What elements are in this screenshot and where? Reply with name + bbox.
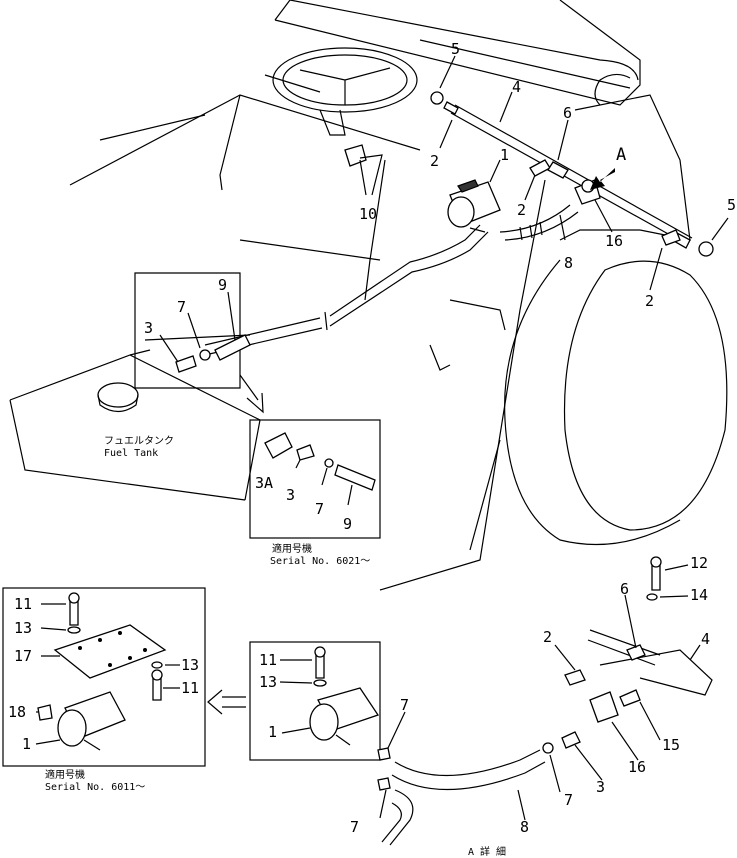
rear-tire (504, 259, 728, 546)
seat-outline (274, 0, 641, 106)
label-7-bottom-b: 7 (564, 791, 573, 809)
switch-part-10 (344, 144, 383, 196)
label-3A: 3A (255, 474, 273, 492)
label-1-top: 1 (500, 146, 509, 164)
label-13-left-a: 13 (14, 619, 32, 637)
view-a-caption: A 詳 細 (468, 845, 506, 858)
label-8-top: 8 (564, 254, 573, 272)
label-2-left: 2 (430, 152, 439, 170)
label-5-top: 5 (451, 40, 460, 58)
upper-fittings (499, 159, 681, 246)
label-18: 18 (8, 703, 26, 721)
label-16-bottom: 16 (628, 758, 646, 776)
label-6-top: 6 (563, 104, 572, 122)
label-8-bottom: 8 (520, 818, 529, 836)
label-15: 15 (662, 736, 680, 754)
label-4-top: 4 (512, 78, 521, 96)
fuel-tank-label-jp: フュエルタンク (104, 435, 174, 447)
label-7-bottom-a: 7 (400, 696, 409, 714)
label-3-bottom: 3 (596, 778, 605, 796)
label-9-upper: 9 (218, 276, 227, 294)
label-7-upper: 7 (177, 298, 186, 316)
label-2-right: 2 (645, 292, 654, 310)
label-3-inset: 3 (286, 486, 295, 504)
label-2-mid: 2 (517, 201, 526, 219)
fuel-pump-upper (447, 179, 501, 233)
inset-pump-mount (249, 641, 381, 761)
label-2-bottom: 2 (543, 628, 552, 646)
label-11-left-a: 11 (14, 595, 32, 613)
label-12: 12 (690, 554, 708, 572)
inset-box-hose-joint (134, 272, 251, 389)
serial-6011-en: Serial No. 6011～ (45, 782, 145, 793)
label-14: 14 (690, 586, 708, 604)
view-a-arrow (590, 168, 615, 190)
label-13-left-b: 13 (181, 656, 199, 674)
label-1-mid: 1 (268, 723, 277, 741)
label-13-mid: 13 (259, 673, 277, 691)
main-fuel-hose (144, 224, 489, 356)
label-9-inset: 9 (343, 515, 352, 533)
arrow-to-serial-6011-inset (207, 689, 246, 715)
label-16-top: 16 (605, 232, 623, 250)
inset-serial-6011 (2, 587, 206, 767)
serial-6021-jp: 適用号機 (272, 542, 312, 555)
inset-serial-6021 (249, 419, 381, 539)
label-3-upper: 3 (144, 319, 153, 337)
fuel-tank-label-en: Fuel Tank (104, 448, 158, 459)
detail-a-hoses (377, 556, 713, 846)
serial-6021-en: Serial No. 6021～ (270, 556, 370, 567)
label-A-view: A (616, 145, 626, 165)
label-10: 10 (359, 205, 377, 223)
label-1-left: 1 (22, 735, 31, 753)
label-5-right: 5 (727, 196, 736, 214)
label-4-bottom: 4 (701, 630, 710, 648)
part-labels: 5 4 2 6 1 A 2 16 5 8 2 10 9 7 3 3A 3 7 9… (8, 40, 736, 836)
arrow-to-serial-6021-inset (239, 374, 264, 414)
label-17: 17 (14, 647, 32, 665)
label-11-mid: 11 (259, 651, 277, 669)
label-11-left-b: 11 (181, 679, 199, 697)
label-6-bottom: 6 (620, 580, 629, 598)
serial-6011-jp: 適用号機 (45, 768, 85, 781)
steering-wheel (264, 47, 418, 136)
leader-lines (35, 55, 729, 821)
label-7-inset: 7 (315, 500, 324, 518)
label-7-bottom-c: 7 (350, 818, 359, 836)
